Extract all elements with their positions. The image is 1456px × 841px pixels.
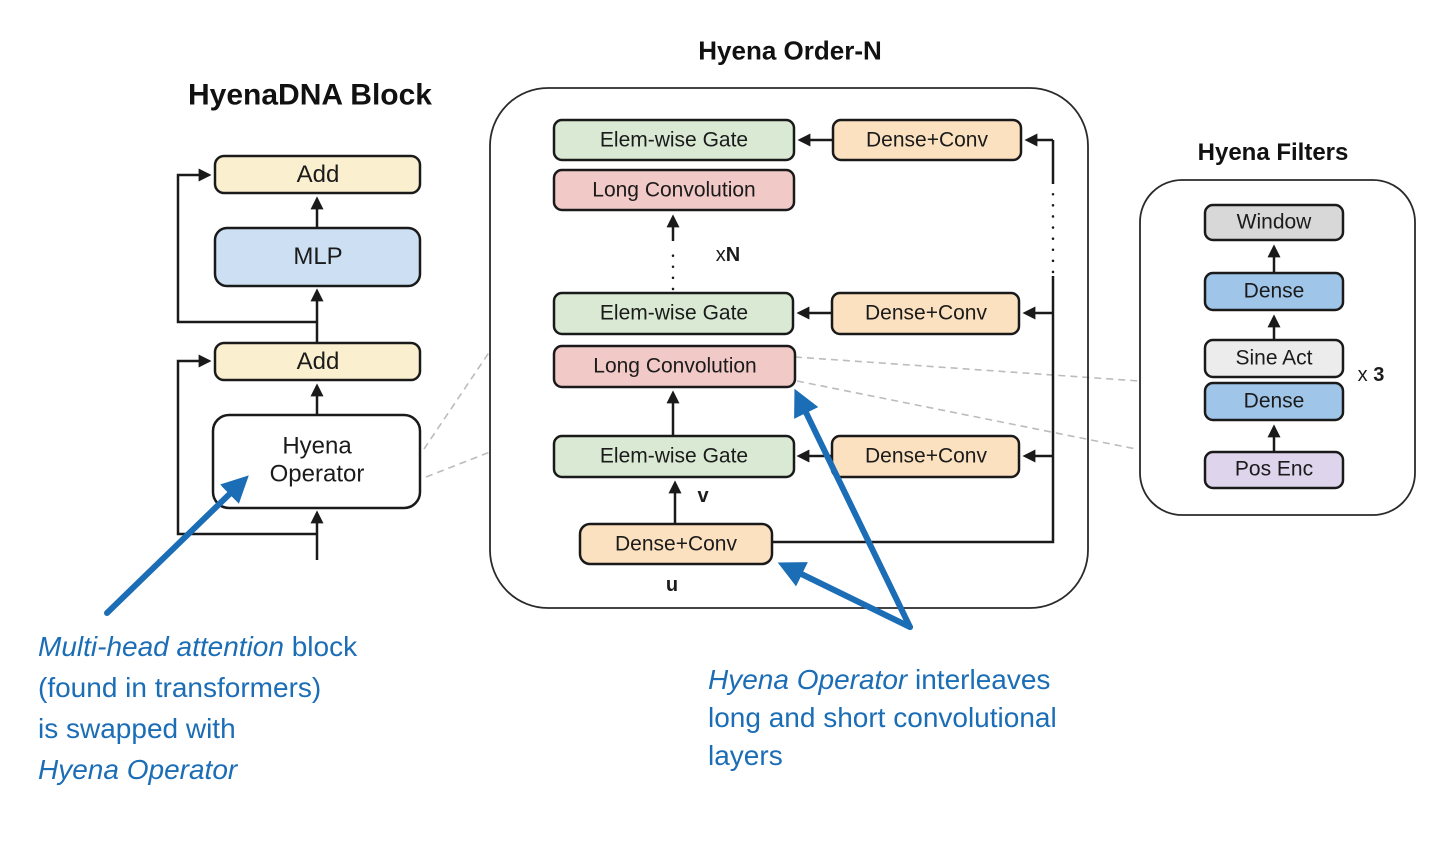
add-top-label: Add: [296, 160, 340, 188]
denseconv-input-box: [578, 522, 774, 566]
add-top-box: [213, 154, 422, 195]
skip-connection-bottom: [176, 354, 317, 536]
denseconv-row3-label: Dense+Conv: [865, 444, 987, 468]
annotation-right-line1: Hyena Operator interleaves: [708, 666, 1050, 694]
mlp-label: MLP: [293, 242, 343, 270]
longconv-row2-label: Long Convolution: [593, 354, 757, 378]
add-bottom-box: [213, 341, 422, 382]
callout-arrows: [104, 388, 913, 630]
hyena-order-n-group: [552, 118, 1055, 566]
hyena-filters-group: [1203, 203, 1345, 490]
gate-row2-label: Elem-wise Gate: [599, 301, 749, 325]
title-hyenadna-block: HyenaDNA Block: [188, 78, 432, 112]
repeat-n-bold: N: [725, 244, 741, 267]
window-box: [1203, 203, 1345, 242]
longconv-row1-label: Long Convolution: [592, 178, 756, 202]
gate-row1-label: Elem-wise Gate: [599, 128, 749, 152]
annotation-right-line2: long and short convolutional: [708, 702, 1057, 733]
hyena-operator-label: Hyena Operator: [269, 432, 365, 488]
callout-arrow-hyena-operator: [104, 475, 249, 616]
pos-enc-label: Pos Enc: [1234, 457, 1314, 481]
hyena-filters-container: [1139, 179, 1416, 516]
denseconv-row1-label: Dense+Conv: [866, 128, 988, 152]
title-hyena-order-n: Hyena Order-N: [698, 35, 882, 66]
longconv-row1-box: [552, 168, 796, 212]
dense-top-box: [1203, 271, 1345, 312]
dashed-link-operator-lower: [425, 451, 491, 478]
longconv-row2-box: [552, 344, 797, 389]
u-label: u: [665, 574, 679, 597]
annotation-left-line1-rest: block: [283, 631, 358, 662]
title-hyena-filters: Hyena Filters: [1197, 138, 1349, 166]
v-label: v: [697, 485, 709, 508]
denseconv-row2-label: Dense+Conv: [865, 301, 987, 325]
sine-act-label: Sine Act: [1235, 346, 1313, 370]
annotation-left-line1: Multi-head attention block: [38, 633, 357, 661]
annotation-right-line3: layers: [708, 740, 783, 771]
repeat-3-label: x 3: [1358, 364, 1385, 388]
dense-bottom-box: [1203, 381, 1345, 422]
denseconv-input-label: Dense+Conv: [615, 532, 737, 556]
repeat-n-label: xN: [716, 244, 740, 268]
gate-row1-box: [552, 118, 796, 162]
mlp-box: [213, 226, 422, 288]
dashed-link-longconv-lower: [796, 380, 1137, 450]
zoom-links-left: [423, 350, 1140, 478]
annotation-right-line1-italic: Hyena Operator: [708, 664, 908, 695]
denseconv-row2-box: [830, 291, 1021, 336]
hyenadna-block-group: [176, 154, 422, 560]
skip-connection-top: [176, 168, 317, 324]
annotation-right-line1-rest: interleaves: [907, 664, 1051, 695]
repeat-n-prefix: x: [715, 244, 726, 267]
dashed-link-operator-upper: [423, 350, 491, 450]
gate-row3-box: [552, 434, 796, 479]
sine-act-box: [1203, 338, 1345, 379]
denseconv-row1-box: [831, 118, 1023, 162]
gate-row2-box: [552, 291, 795, 336]
dense-top-label: Dense: [1243, 279, 1305, 303]
gate-row3-label: Elem-wise Gate: [599, 444, 749, 468]
pos-enc-box: [1203, 450, 1345, 490]
window-label: Window: [1236, 210, 1312, 234]
annotation-left-line1-italic: Multi-head attention: [38, 631, 284, 662]
repeat-3-prefix: x: [1357, 364, 1374, 387]
dense-bottom-label: Dense: [1243, 389, 1305, 413]
repeat-3-bold: 3: [1373, 364, 1385, 387]
annotation-left-line4: Hyena Operator: [38, 754, 238, 785]
hyena-order-n-container: [489, 87, 1089, 609]
annotation-left-line2: (found in transformers): [38, 672, 322, 703]
denseconv-row3-box: [830, 434, 1021, 479]
hyena-operator-box: [211, 413, 422, 510]
add-bottom-label: Add: [296, 347, 340, 375]
callout-arrow-dense-conv: [777, 562, 913, 630]
annotation-left-line3: is swapped with: [38, 713, 236, 744]
dashed-link-longconv-upper: [794, 356, 1140, 382]
callout-arrow-long-convolution: [794, 388, 913, 630]
